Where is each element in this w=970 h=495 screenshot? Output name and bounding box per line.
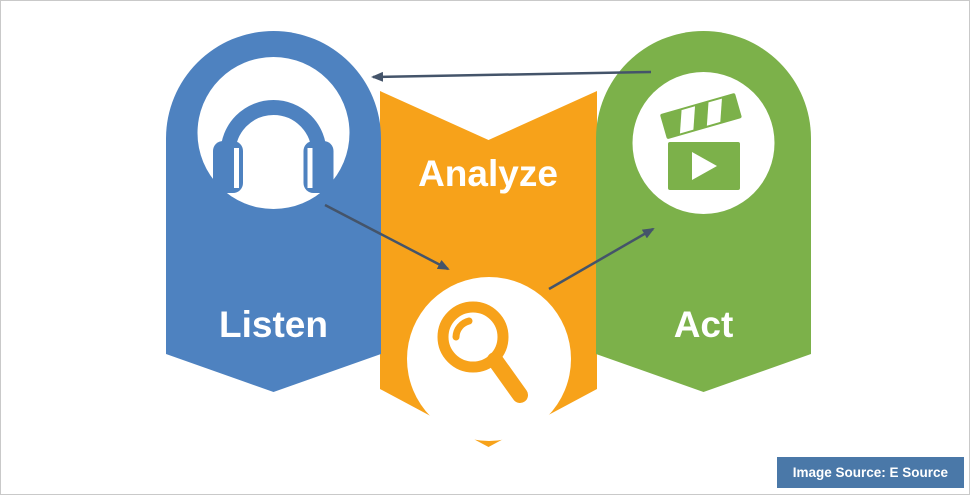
act-label: Act [674,304,734,345]
magnifier-highlight [452,317,473,341]
analyze-label: Analyze [418,153,558,194]
image-source-caption: Image Source: E Source [776,457,964,488]
magnifier-handle [487,352,528,403]
headphones-right-cup-slit [307,148,313,188]
headphones-left-cup-slit [234,148,239,188]
clapperboard-stripe [679,106,696,134]
listen-label: Listen [219,304,328,345]
clapperboard-slat [660,93,742,139]
magnifying-glass-icon [437,301,528,403]
play-triangle-icon [692,152,717,180]
arrow-act-to-listen [371,70,652,82]
clapperboard-stripe [706,98,722,126]
headphones-icon [213,100,334,193]
magnifier-lens [437,301,509,373]
clapperboard-icon [660,93,742,190]
arrow-analyze-to-act [548,227,655,291]
headphones-band [220,100,327,154]
arrow-listen-to-analyze [324,203,450,271]
